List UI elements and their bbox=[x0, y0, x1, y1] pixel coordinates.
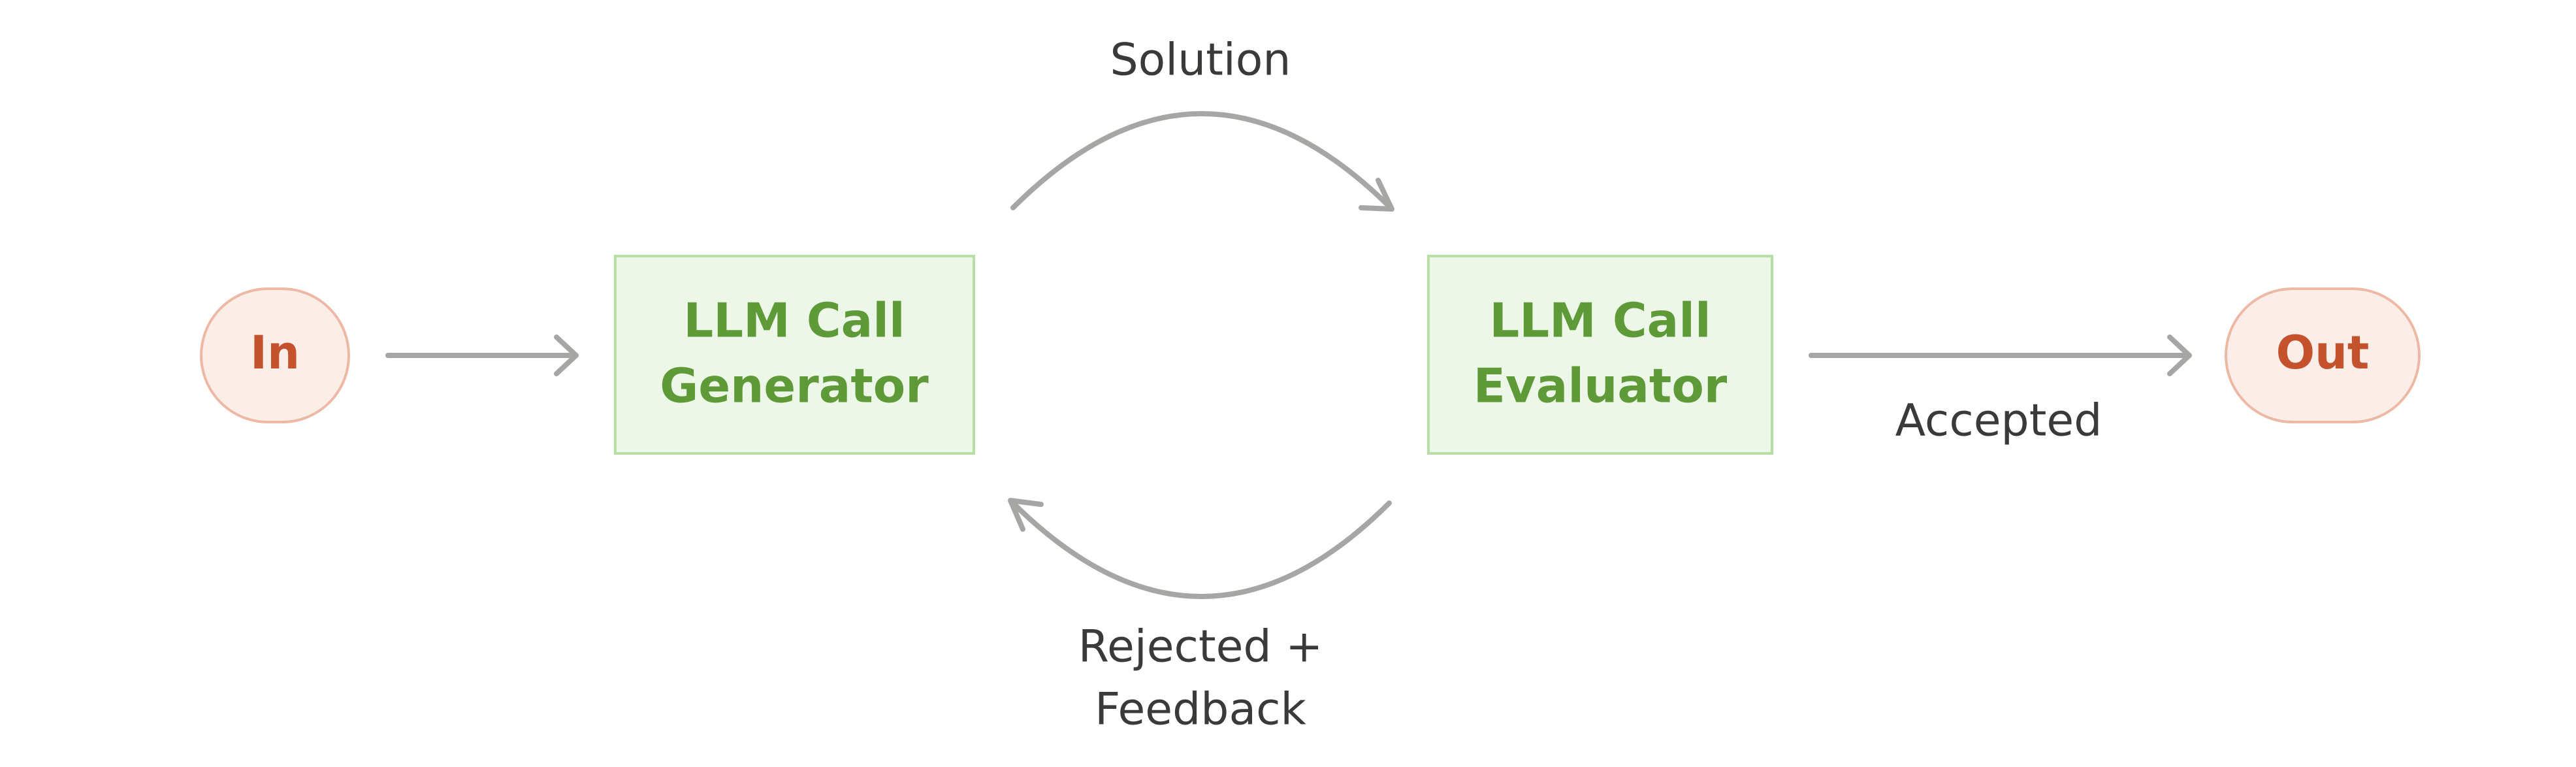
output-node: Out bbox=[2225, 287, 2421, 423]
output-node-label: Out bbox=[2276, 326, 2370, 380]
feedback-label-line1: Rejected + bbox=[1078, 621, 1323, 673]
feedback-label-line2: Feedback bbox=[1095, 684, 1306, 736]
evaluator-node-label-line1: LLM Call bbox=[1489, 293, 1711, 348]
evaluator-node-label-line2: Evaluator bbox=[1473, 359, 1728, 414]
solution-label: Solution bbox=[1110, 35, 1291, 86]
input-node-label: In bbox=[250, 326, 300, 380]
input-node-shape bbox=[200, 287, 350, 423]
generator-node-label-line1: LLM Call bbox=[683, 293, 905, 348]
accepted-label: Accepted bbox=[1895, 395, 2102, 447]
generator-node-shape bbox=[614, 255, 975, 455]
evaluator-node: LLM Call Evaluator bbox=[1427, 255, 1773, 455]
input-node: In bbox=[200, 287, 350, 423]
generator-node-label-line2: Generator bbox=[660, 359, 929, 414]
arrow-solution bbox=[1010, 111, 1394, 212]
arrow-input-to-generator bbox=[385, 335, 579, 376]
output-node-shape bbox=[2225, 287, 2421, 423]
generator-node: LLM Call Generator bbox=[614, 255, 975, 455]
arrow-feedback bbox=[1008, 498, 1392, 599]
arrow-evaluator-to-output bbox=[1809, 335, 2192, 376]
evaluator-node-shape bbox=[1427, 255, 1773, 455]
